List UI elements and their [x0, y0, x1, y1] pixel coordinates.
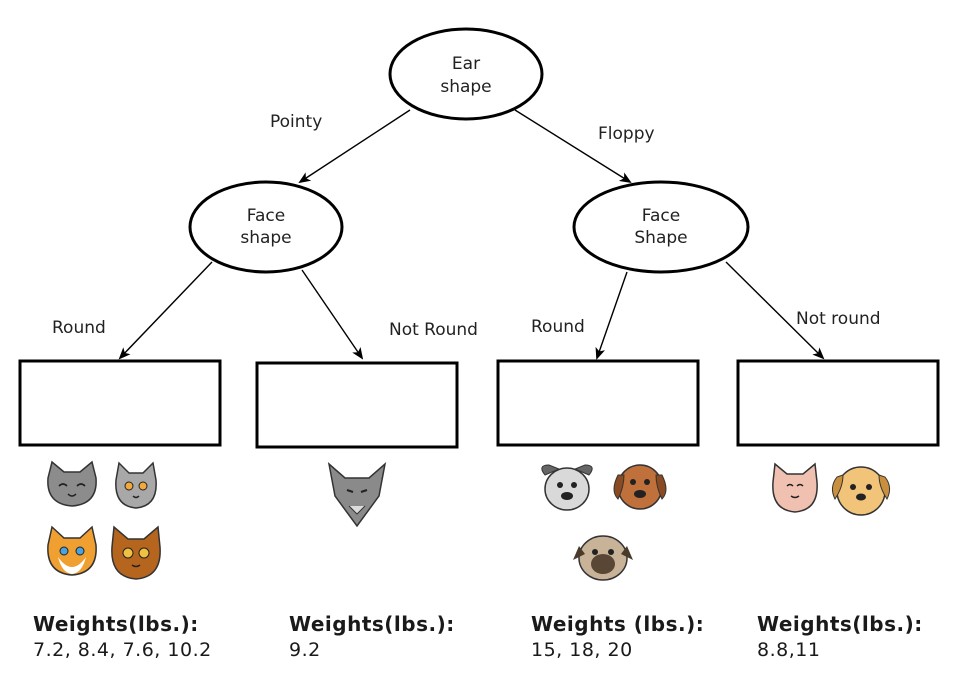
- gray-wolf-cat-icon: [327, 462, 387, 528]
- gray-cat-icon: [47, 460, 97, 507]
- weights-values: 8.8,11: [757, 639, 821, 661]
- pink-cat-icon: [772, 462, 818, 513]
- edge-right-round: [595, 271, 628, 360]
- leaf-box-1: [18, 359, 222, 447]
- weights-values: 7.2, 8.4, 7.6, 10.2: [33, 639, 212, 661]
- weights-title: Weights(lbs.):: [289, 612, 455, 636]
- weights-title: Weights(lbs.):: [33, 612, 199, 636]
- pug-dog-icon: [573, 535, 633, 581]
- edge-left-not-round: [301, 269, 364, 360]
- edge-pointy: [298, 109, 411, 184]
- weights-title: Weights(lbs.):: [757, 612, 923, 636]
- leaf-box-4: [736, 359, 940, 447]
- gray-dog-icon: [541, 464, 593, 511]
- weights-values: 9.2: [289, 639, 321, 661]
- left-face-shape-node: Face shape: [188, 180, 344, 274]
- left-node-label-line2: shape: [240, 228, 291, 248]
- leaf-2-weights: Weights(lbs.): 9.2: [289, 612, 455, 661]
- brown-dog-icon: [613, 464, 667, 510]
- weights-title: Weights (lbs.):: [531, 612, 705, 636]
- edge-floppy: [514, 109, 632, 184]
- right-node-label-line2: Shape: [634, 228, 687, 248]
- edge-label-right-round: Round: [531, 317, 585, 337]
- leaf-3-weights: Weights (lbs.): 15, 18, 20: [531, 612, 704, 661]
- brown-cat-icon: [111, 525, 161, 580]
- tan-dog-icon: [831, 466, 891, 516]
- orange-cat-icon: [47, 525, 97, 576]
- edge-left-round: [118, 261, 213, 360]
- leaf-box-2: [255, 361, 459, 449]
- edge-right-not-round: [725, 261, 825, 360]
- root-node-label-line1: Ear: [452, 54, 480, 74]
- leaf-box-3: [496, 359, 700, 447]
- edge-label-left-round: Round: [52, 318, 106, 338]
- gray-cat-icon: [115, 461, 157, 509]
- edge-label-pointy: Pointy: [270, 112, 322, 132]
- right-node-label-line1: Face: [642, 206, 680, 226]
- root-node: Ear shape: [388, 27, 544, 121]
- weights-values: 15, 18, 20: [531, 639, 633, 661]
- root-node-label-line2: shape: [440, 77, 491, 97]
- edge-label-right-not-round: Not round: [796, 309, 881, 329]
- edge-label-floppy: Floppy: [598, 124, 655, 144]
- leaf-4-weights: Weights(lbs.): 8.8,11: [757, 612, 923, 661]
- leaf-1-weights: Weights(lbs.): 7.2, 8.4, 7.6, 10.2: [33, 612, 212, 661]
- right-face-shape-node: Face Shape: [572, 180, 750, 274]
- left-node-label-line1: Face: [247, 206, 285, 226]
- edge-label-left-not-round: Not Round: [389, 320, 478, 340]
